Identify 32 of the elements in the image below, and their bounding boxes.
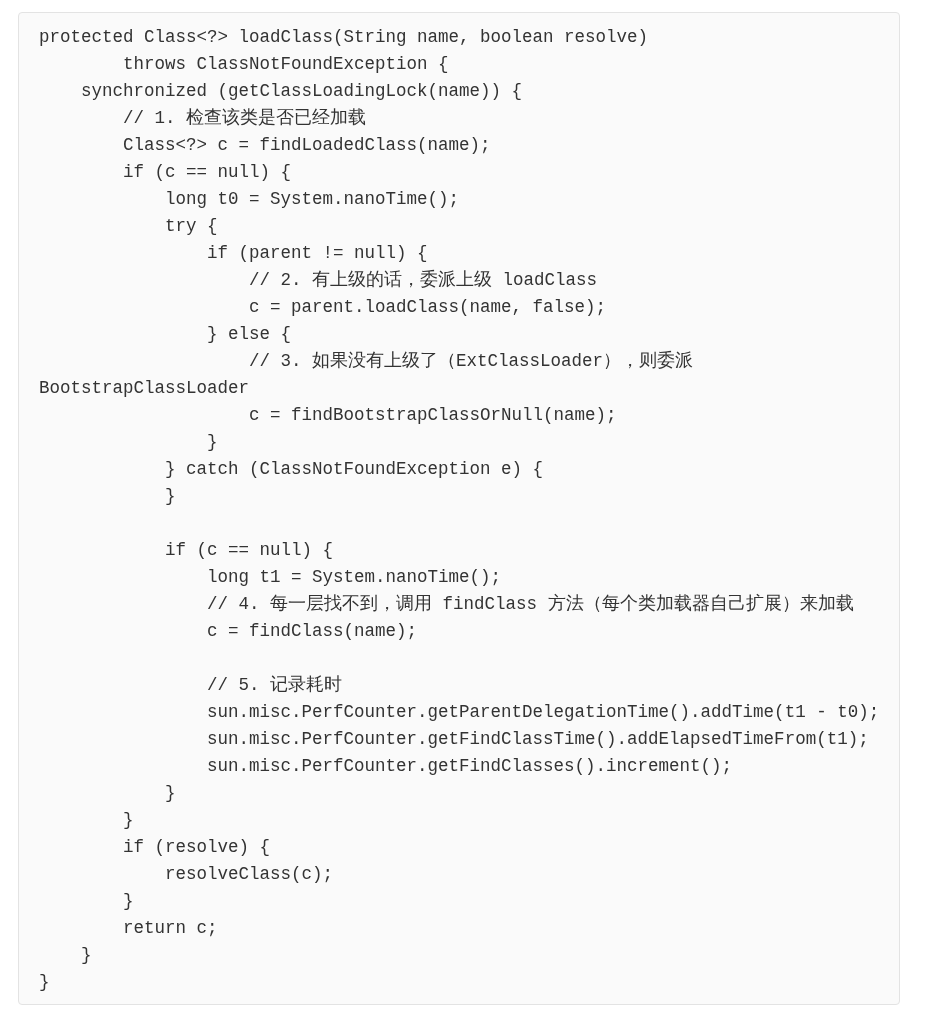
- code-line: // 1. 检查该类是否已经加载: [122, 107, 367, 130]
- code-line: if (parent != null) {: [206, 242, 428, 265]
- code-line: if (c == null) {: [164, 539, 334, 562]
- code-line: synchronized (getClassLoadingLock(name)) {: [80, 80, 523, 103]
- code-line: if (c == null) {: [122, 161, 292, 184]
- code-line: return c;: [122, 917, 218, 940]
- code-line: } else {: [206, 323, 292, 346]
- code-line: } catch (ClassNotFoundException e) {: [164, 458, 544, 481]
- code-line: sun.misc.PerfCounter.getFindClassTime().addElapsedTimeFrom(t1);: [206, 728, 869, 751]
- code-line: sun.misc.PerfCounter.getFindClasses().increment();: [206, 755, 733, 778]
- code-line: if (resolve) {: [122, 836, 271, 859]
- code-line: }: [164, 782, 176, 805]
- code-line: }: [122, 809, 134, 832]
- code-line: // 5. 记录耗时: [206, 674, 343, 697]
- code-line: protected Class<?> loadClass(String name, boolean resolve): [39, 26, 649, 49]
- code-line: c = findClass(name);: [206, 620, 418, 643]
- code-line: long t1 = System.nanoTime();: [206, 566, 502, 589]
- code-line: sun.misc.PerfCounter.getParentDelegationTime().addTime(t1 - t0);: [206, 701, 880, 724]
- code-line: }: [80, 944, 92, 967]
- code-line: Class<?> c = findLoadedClass(name);: [122, 134, 491, 157]
- code-line: // 4. 每一层找不到，调用 findClass 方法（每个类加载器自己扩展）来加载: [206, 593, 854, 616]
- code-line: }: [122, 890, 134, 913]
- code-line: throws ClassNotFoundException {: [122, 53, 449, 76]
- code-line: c = findBootstrapClassOrNull(name);: [248, 404, 617, 427]
- code-line: }: [164, 485, 176, 508]
- code-line: long t0 = System.nanoTime();: [164, 188, 460, 211]
- code-line: }: [39, 971, 50, 994]
- code-line: resolveClass(c);: [164, 863, 334, 886]
- code-line: }: [206, 431, 218, 454]
- code-line: try {: [164, 215, 218, 238]
- code-line: // 2. 有上级的话，委派上级 loadClass: [248, 268, 598, 292]
- code-line: c = parent.loadClass(name, false);: [248, 296, 607, 319]
